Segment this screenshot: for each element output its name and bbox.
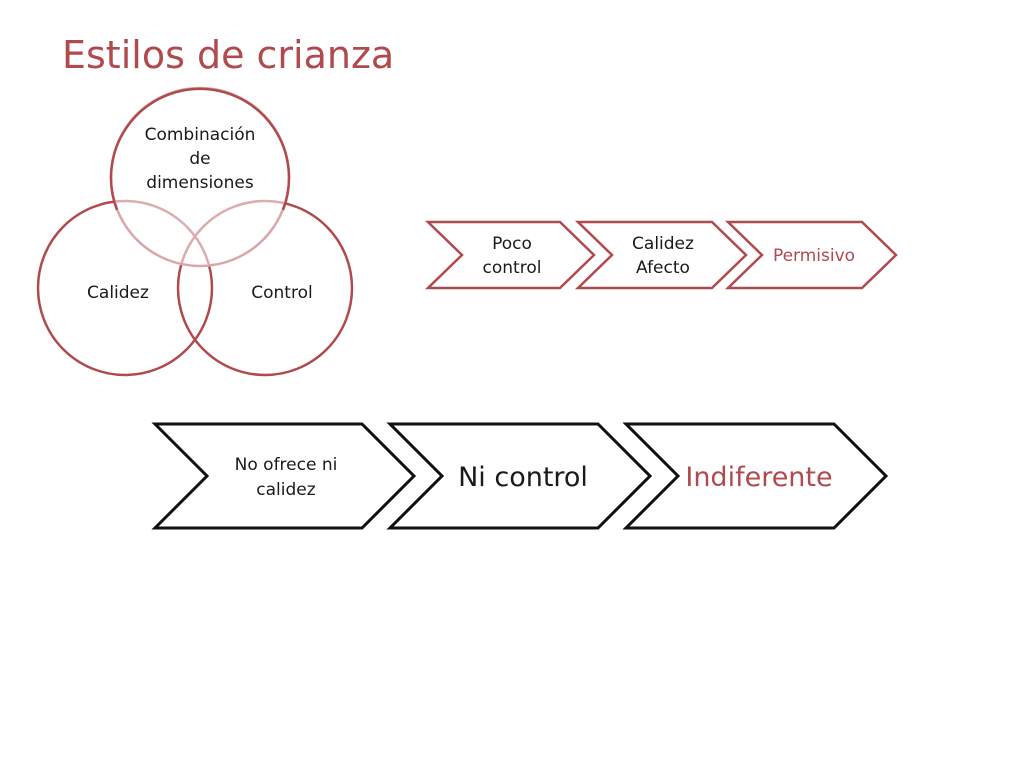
chevron-calidez-afecto bbox=[574, 220, 748, 290]
chevron-ni-control bbox=[386, 422, 653, 530]
step-poco-control-line2: control bbox=[483, 258, 542, 278]
step-permisivo: Permisivo bbox=[773, 246, 855, 266]
venn-top-arc bbox=[109, 87, 291, 211]
venn-diagram: Combinación de dimensiones Calidez Contr… bbox=[36, 86, 354, 377]
step-poco-control-line1: Poco bbox=[492, 234, 532, 254]
process-permisivo: Poco control Calidez Afecto Permisivo bbox=[424, 220, 898, 290]
chevron-permisivo bbox=[724, 220, 898, 290]
venn-label-calidez: Calidez bbox=[87, 283, 149, 303]
slide-title: Estilos de crianza bbox=[62, 33, 395, 77]
step-no-ofrece-line2: calidez bbox=[256, 480, 315, 500]
venn-label-control: Control bbox=[251, 283, 312, 303]
step-calidez-afecto-line2: Afecto bbox=[636, 258, 690, 278]
step-indiferente: Indiferente bbox=[685, 462, 832, 493]
chevron-indiferente bbox=[622, 422, 889, 530]
venn-label-top-1: Combinación bbox=[145, 125, 256, 145]
step-no-ofrece-line1: No ofrece ni bbox=[235, 455, 338, 475]
process-indiferente: No ofrece ni calidez Ni control Indifere… bbox=[151, 422, 889, 530]
chevron-poco-control bbox=[424, 220, 596, 290]
venn-label-top-3: dimensiones bbox=[146, 173, 254, 193]
chevron-no-ofrece bbox=[151, 422, 417, 530]
step-ni-control: Ni control bbox=[458, 462, 588, 493]
step-calidez-afecto-line1: Calidez bbox=[632, 234, 694, 254]
venn-label-top-2: de bbox=[189, 149, 210, 169]
